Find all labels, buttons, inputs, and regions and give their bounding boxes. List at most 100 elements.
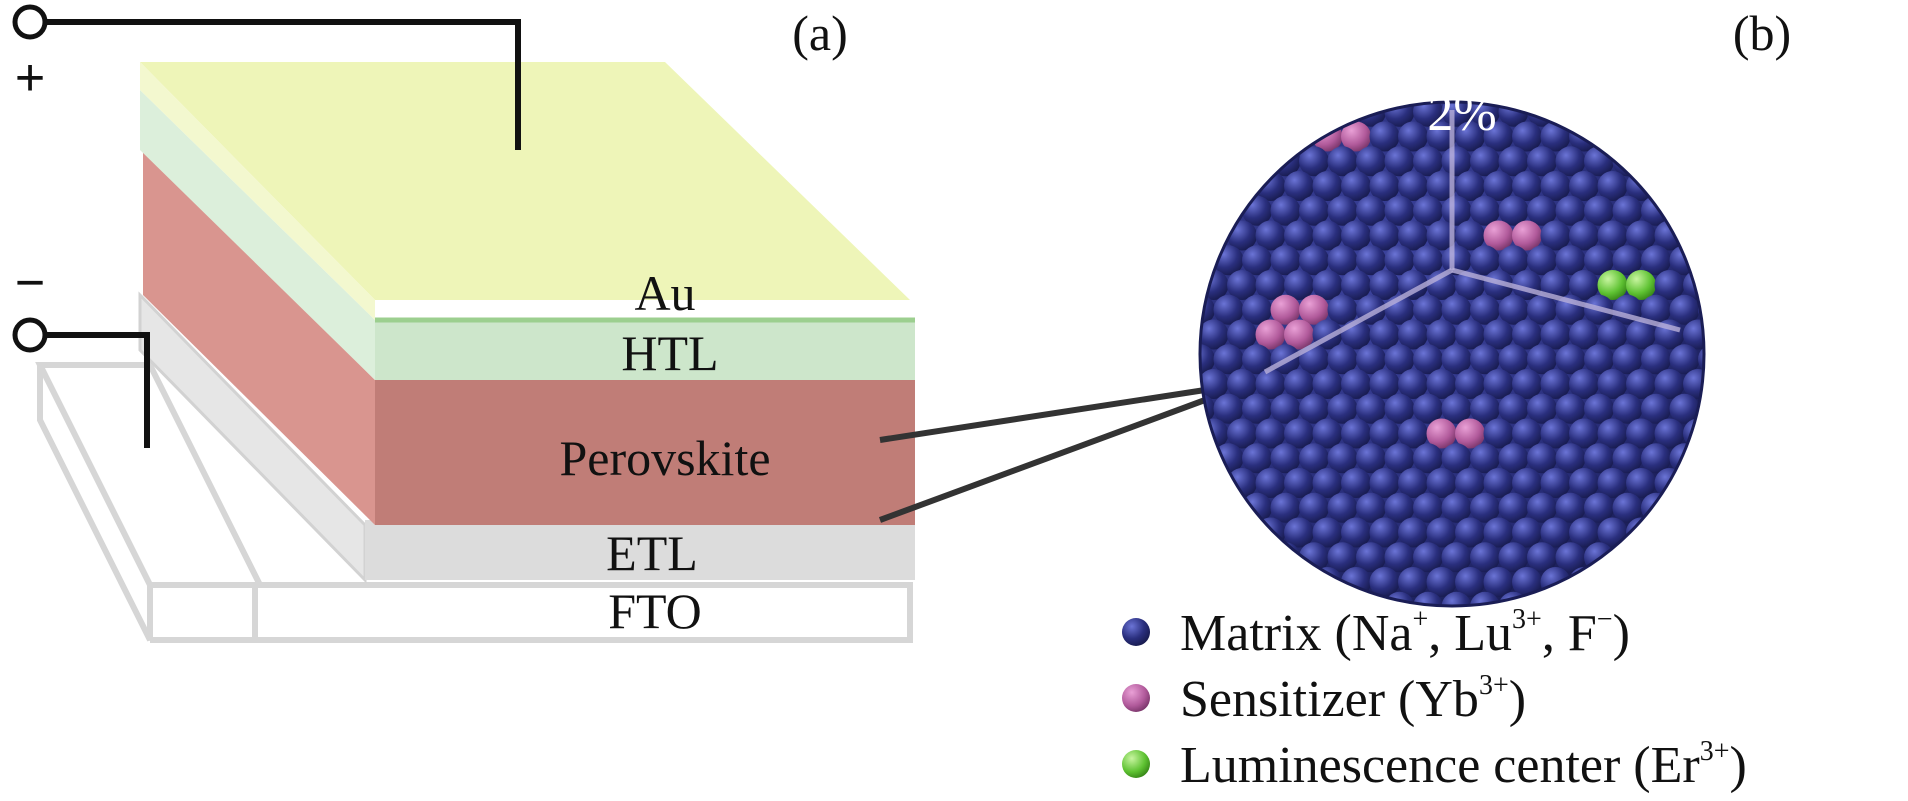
matrix-ion xyxy=(1512,369,1542,399)
matrix-ion xyxy=(1255,220,1286,251)
matrix-ion xyxy=(1441,102,1472,127)
panel-label-a: (a) xyxy=(792,5,848,61)
layer-label-au: Au xyxy=(634,265,695,321)
matrix-ion xyxy=(1200,319,1229,350)
matrix-ion xyxy=(1341,517,1371,548)
legend-text-sensitizer: Sensitizer (Yb3+) xyxy=(1180,670,1526,728)
matrix-ion xyxy=(1413,443,1443,474)
legend-item-matrix: Matrix (Na+, Lu3+, F−) xyxy=(1122,604,1630,662)
matrix-ion xyxy=(1498,195,1529,226)
matrix-ion xyxy=(1398,567,1428,597)
matrix-ion xyxy=(1356,542,1386,573)
matrix-ion xyxy=(1641,393,1671,424)
matrix-ion xyxy=(1255,517,1286,548)
matrix-ion xyxy=(1413,542,1443,573)
matrix-ion xyxy=(1498,146,1529,177)
matrix-ion xyxy=(1470,393,1500,424)
matrix-ion xyxy=(1683,369,1704,399)
matrix-ion xyxy=(1569,369,1599,399)
matrix-ion xyxy=(1426,567,1457,597)
matrix-ion xyxy=(1527,393,1557,424)
matrix-ion xyxy=(1299,245,1329,276)
luminescence-center-ion xyxy=(1626,270,1656,300)
matrix-ion xyxy=(1200,294,1215,325)
matrix-ion xyxy=(1341,369,1371,399)
matrix-ion xyxy=(1540,171,1571,201)
layer-htl xyxy=(140,90,915,380)
matrix-ion xyxy=(1569,468,1599,498)
sensitizer-ion xyxy=(1512,220,1542,251)
matrix-ion xyxy=(1384,542,1415,573)
matrix-ion xyxy=(1626,418,1656,449)
matrix-ion xyxy=(1455,121,1485,152)
layer-label-htl: HTL xyxy=(621,325,718,381)
matrix-ion xyxy=(1356,245,1386,276)
matrix-ion xyxy=(1527,146,1557,177)
layer-label-perovskite: Perovskite xyxy=(559,430,770,486)
matrix-ion xyxy=(1384,245,1415,276)
matrix-ion xyxy=(1270,195,1301,226)
matrix-ion xyxy=(1540,270,1571,300)
matrix-ion xyxy=(1483,171,1514,201)
matrix-ion xyxy=(1584,195,1614,226)
matrix-ion xyxy=(1398,517,1428,548)
legend-item-sensitizer: Sensitizer (Yb3+) xyxy=(1122,670,1526,728)
matrix-ion xyxy=(1426,121,1457,152)
matrix-ion xyxy=(1384,443,1415,474)
matrix-ion xyxy=(1413,294,1443,325)
matrix-ion xyxy=(1213,344,1244,375)
matrix-ion xyxy=(1470,344,1500,375)
matrix-ion xyxy=(1470,146,1500,177)
matrix-ion xyxy=(1612,443,1643,474)
matrix-ion xyxy=(1312,220,1343,251)
sensitizer-ion xyxy=(1299,294,1329,325)
matrix-ion xyxy=(1498,344,1529,375)
zoom-connector xyxy=(878,387,1207,523)
matrix-ion xyxy=(1312,418,1343,449)
matrix-ion xyxy=(1413,393,1443,424)
matrix-ion xyxy=(1299,146,1329,177)
matrix-ion xyxy=(1654,270,1685,300)
matrix-ion xyxy=(1626,468,1656,498)
matrix-ion xyxy=(1498,294,1529,325)
matrix-ion xyxy=(1527,195,1557,226)
matrix-ion xyxy=(1441,294,1472,325)
matrix-ion xyxy=(1527,542,1557,573)
matrix-ion xyxy=(1327,195,1358,226)
matrix-ion xyxy=(1227,319,1257,350)
matrix-ion xyxy=(1641,443,1671,474)
matrix-ion xyxy=(1213,294,1244,325)
matrix-ion xyxy=(1483,121,1514,152)
matrix-ion xyxy=(1698,393,1704,424)
matrix-ion xyxy=(1369,468,1400,498)
matrix-ion xyxy=(1413,195,1443,226)
matrix-ion xyxy=(1312,517,1343,548)
sensitizer-ion xyxy=(1341,121,1371,152)
matrix-ion xyxy=(1413,344,1443,375)
matrix-ion xyxy=(1470,591,1500,606)
matrix-ion xyxy=(1356,492,1386,523)
matrix-ion xyxy=(1569,418,1599,449)
matrix-ion xyxy=(1312,369,1343,399)
matrix-ion xyxy=(1384,195,1415,226)
matrix-ion xyxy=(1356,443,1386,474)
matrix-ion xyxy=(1512,468,1542,498)
matrix-ion xyxy=(1584,245,1614,276)
matrix-ion xyxy=(1255,468,1286,498)
panel-label-b: (b) xyxy=(1733,5,1791,61)
matrix-ion xyxy=(1654,369,1685,399)
matrix-ion xyxy=(1398,171,1428,201)
matrix-ion xyxy=(1413,245,1443,276)
matrix-ion xyxy=(1641,245,1671,276)
matrix-ion xyxy=(1569,567,1599,597)
matrix-ion xyxy=(1312,270,1343,300)
matrix-ion xyxy=(1470,542,1500,573)
matrix-ion xyxy=(1441,245,1472,276)
matrix-ion xyxy=(1669,393,1700,424)
matrix-ion xyxy=(1270,393,1301,424)
matrix-ion xyxy=(1398,468,1428,498)
matrix-ion xyxy=(1413,591,1443,606)
layer-fto xyxy=(35,362,913,643)
dopant-percent-label: 2% xyxy=(1427,85,1496,142)
